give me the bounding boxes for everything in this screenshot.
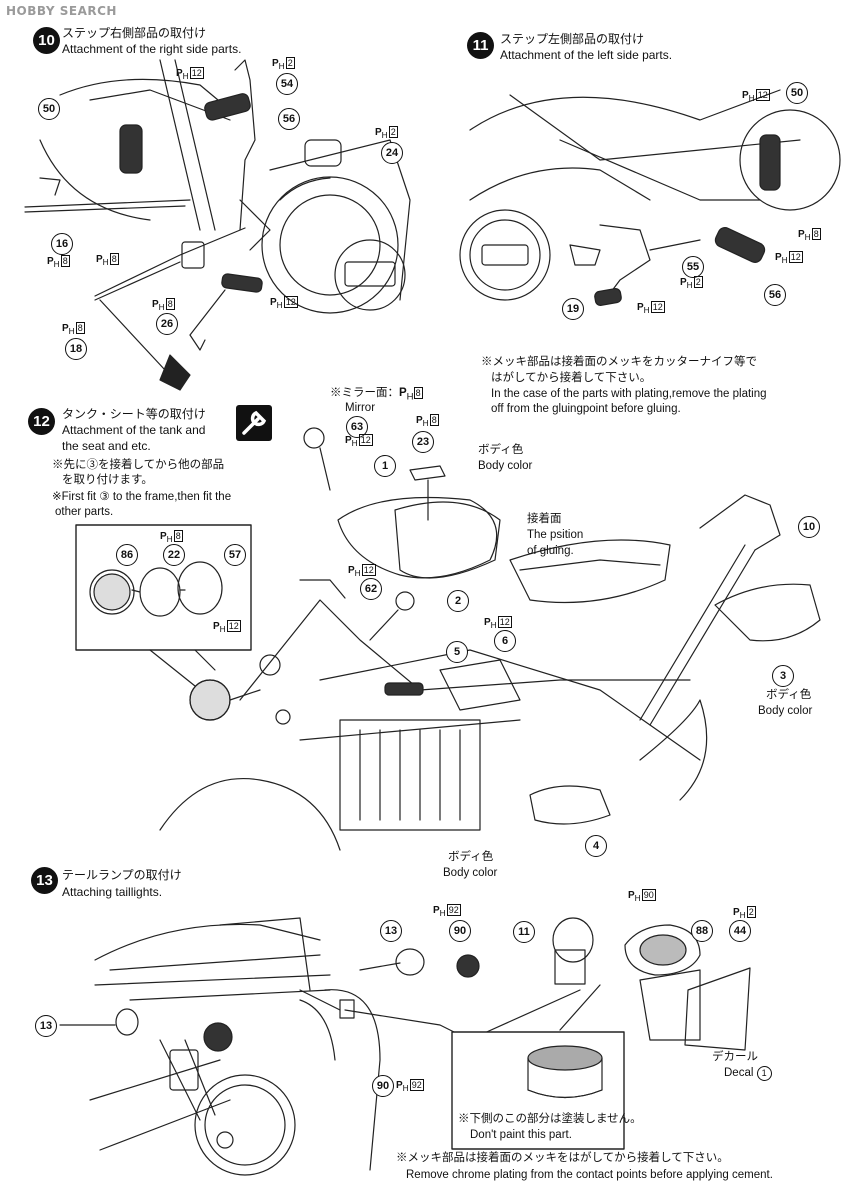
step13-title-en: Attaching taillights. [62,885,163,899]
step11-title-jp: ステップ左側部品の取付け [500,32,645,46]
part-number: 22 [163,544,185,566]
step12-title-jp: タンク・シート等の取付け [62,407,206,421]
part-number: 18 [65,338,87,360]
chrome-note-en: Remove chrome plating from the contact p… [406,1169,773,1181]
part-number: 55 [682,256,704,278]
step12-note-jp2: を取り付けます。 [62,474,153,486]
glue-label-en2: of gluing. [527,545,574,557]
step10-badge: 10 [33,27,60,54]
part-number: 56 [764,284,786,306]
body-color-label-jp: ボディ色 [478,444,524,456]
plating-note-jp2: はがしてから接着して下さい。 [491,372,652,384]
mirror-label-en: Mirror [345,402,376,414]
part-number: 54 [276,73,298,95]
part-number: 19 [562,298,584,320]
part-number: 23 [412,431,434,453]
step12-note-en2: other parts. [55,506,114,518]
plating-note-en2: off from the gluingpoint before gluing. [491,403,681,415]
step11-badge: 11 [467,32,494,59]
decal-label-jp: デカール [712,1051,758,1063]
part-number: 11 [513,921,535,943]
wrench-icon [236,405,272,441]
part-number: 86 [116,544,138,566]
step10-drawing [24,59,411,391]
part-number: 13 [380,920,402,942]
body-color-label-jp: ボディ色 [766,689,812,701]
step11-drawing [459,89,841,306]
nopaint-note-en: Don't paint this part. [470,1129,572,1141]
plating-note-jp1: ※メッキ部品は接着面のメッキをカッターナイフ等で [481,356,757,368]
step12-note-jp1: ※先に③を接着してから他の部品 [52,459,225,471]
chrome-note-jp: ※メッキ部品は接着面のメッキをはがしてから接着して下さい。 [396,1152,729,1164]
part-number: 4 [585,835,607,857]
step10-title-en: Attachment of the right side parts. [62,42,242,56]
watermark: HOBBY SEARCH [6,4,117,18]
part-number: 90 [449,920,471,942]
part-number: 26 [156,313,178,335]
step12-title-en2: the seat and etc. [62,439,151,453]
part-number: 1 [374,455,396,477]
step12-note-en1: ※First fit ③ to the frame,then fit the [52,491,232,503]
part-number: 13 [35,1015,57,1037]
decal-label-en: Decal 1 [724,1066,772,1081]
part-number: 2 [447,590,469,612]
step12-title-en1: Attachment of the tank and [62,423,206,437]
step13-title-jp: テールランプの取付け [62,868,182,882]
part-number: 44 [729,920,751,942]
plating-note-en1: In the case of the parts with plating,re… [491,388,767,400]
step10-title-jp: ステップ右側部品の取付け [62,26,207,40]
body-color-label-en: Body color [443,867,498,879]
part-number: 5 [446,641,468,663]
part-number: 62 [360,578,382,600]
step12-drawing [75,427,821,851]
step13-badge: 13 [31,867,58,894]
glue-label-jp: 接着面 [527,513,562,525]
part-number: 24 [381,142,403,164]
body-color-label-en: Body color [758,705,813,717]
part-number: 88 [691,920,713,942]
part-number: 90 [372,1075,394,1097]
step12-badge: 12 [28,408,55,435]
part-number: 6 [494,630,516,652]
nopaint-note-jp: ※下側のこの部分は塗装しません。 [458,1113,642,1125]
step11-title-en: Attachment of the left side parts. [500,48,673,62]
part-number: 57 [224,544,246,566]
part-number: 3 [772,665,794,687]
step13-drawing [59,917,751,1176]
part-number: 50 [38,98,60,120]
body-color-label-en: Body color [478,460,533,472]
glue-label-en1: The psition [527,529,584,541]
part-number: 63 [346,416,368,438]
part-number: 50 [786,82,808,104]
part-number: 56 [278,108,300,130]
part-number: 10 [798,516,820,538]
part-number: 16 [51,233,73,255]
body-color-label-jp: ボディ色 [448,851,494,863]
